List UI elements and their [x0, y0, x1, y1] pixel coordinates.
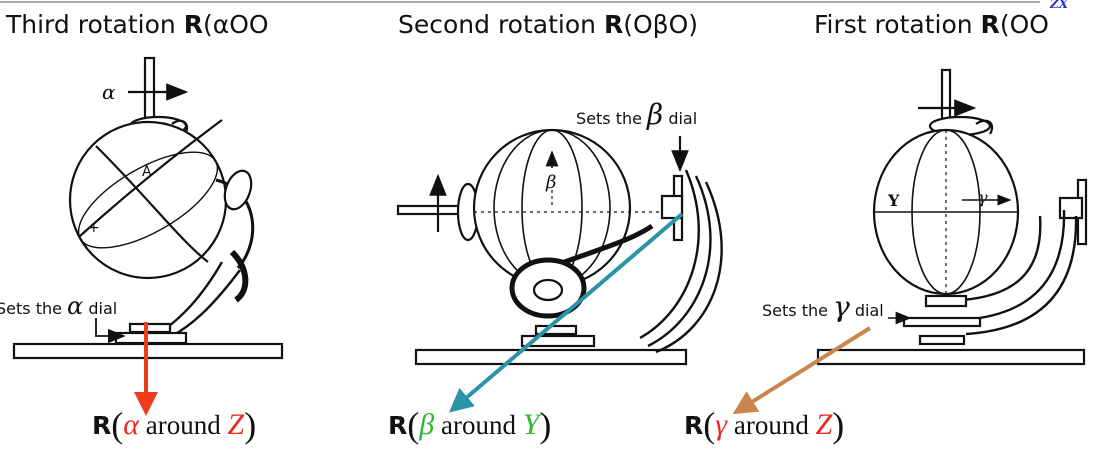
caption-r: R	[388, 411, 407, 440]
gamma-highlight-arrow	[736, 328, 870, 412]
dial-suffix: dial	[663, 109, 697, 128]
caption-open-paren: (	[111, 405, 123, 445]
dial-suffix: dial	[83, 299, 117, 318]
caption-r: R	[92, 411, 111, 440]
caption-symbol: β	[419, 408, 434, 441]
dial-prefix: Sets the	[0, 299, 67, 318]
dial-symbol: β	[647, 98, 663, 131]
base-plate	[818, 350, 1084, 364]
panel-third-rotation: α + A	[14, 58, 282, 412]
caption-word: around	[434, 410, 522, 440]
caption-open-paren: (	[703, 405, 715, 445]
caption-close-paren: )	[832, 405, 844, 445]
dial-symbol: γ	[833, 290, 850, 323]
caption-close-paren: )	[244, 405, 256, 445]
gamma-label: γ	[978, 188, 988, 207]
dial-prefix: Sets the	[576, 109, 647, 128]
caption-r: R	[684, 411, 703, 440]
svg-text:+: +	[88, 220, 100, 236]
gamma-dial-label: Sets the γ dial	[762, 290, 884, 323]
beta-dial-label: Sets the β dial	[576, 98, 697, 131]
caption-symbol: γ	[715, 408, 727, 441]
caption-beta: R(β around Y)	[388, 404, 551, 446]
caption-alpha: R(α around Z)	[92, 404, 256, 446]
svg-text:A: A	[142, 164, 152, 180]
panel-first-rotation: Y γ	[736, 70, 1086, 412]
caption-symbol: α	[123, 408, 139, 441]
caption-axis: Z	[228, 408, 245, 441]
caption-open-paren: (	[407, 405, 419, 445]
caption-axis: Y	[523, 408, 540, 441]
beta-label: β	[545, 172, 556, 193]
corner-mark: ZX	[1049, 0, 1069, 11]
caption-word: around	[139, 410, 227, 440]
caption-axis: Z	[816, 408, 833, 441]
dial-prefix: Sets the	[762, 301, 833, 320]
caption-gamma: R(γ around Z)	[684, 404, 844, 446]
alpha-dial-label: Sets the α dial	[0, 292, 117, 320]
caption-close-paren: )	[539, 405, 551, 445]
dial-suffix: dial	[850, 301, 884, 320]
caption-word: around	[727, 410, 815, 440]
panel-second-rotation: β	[398, 130, 722, 410]
base-plate	[416, 350, 686, 364]
alpha-label: α	[102, 80, 116, 104]
gamma-side-label: Y	[887, 191, 900, 210]
dial-symbol: α	[67, 292, 83, 320]
